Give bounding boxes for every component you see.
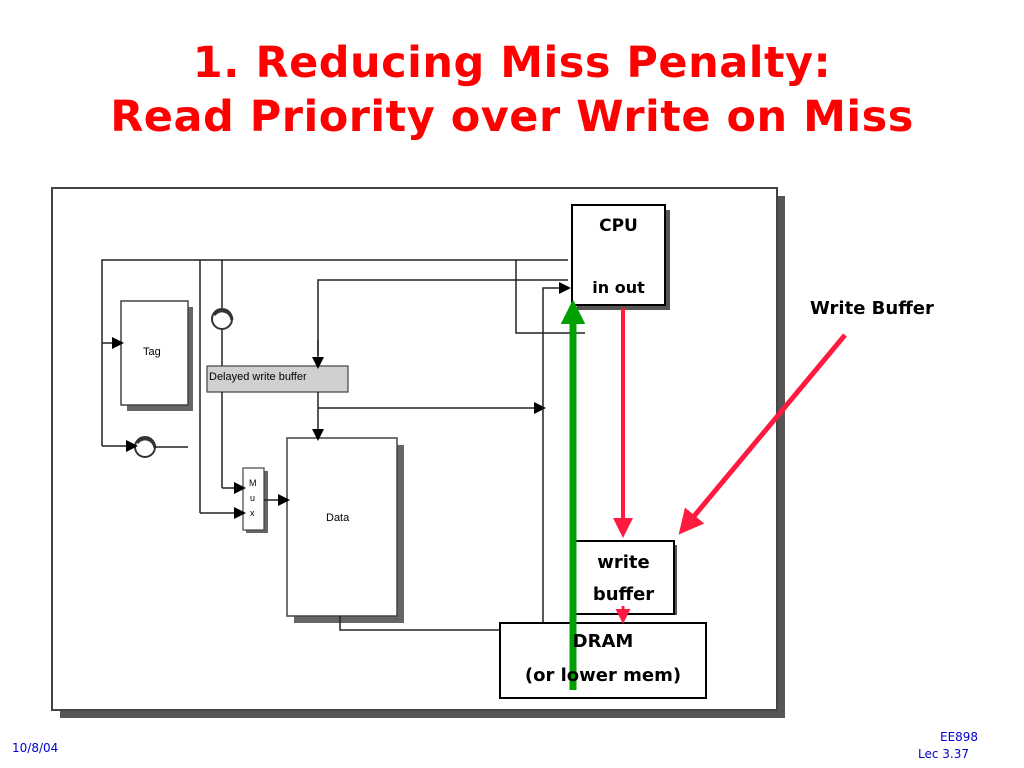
delayed-write-buffer (206, 365, 349, 393)
cpu-label: CPU (599, 216, 638, 236)
data-label: Data (326, 512, 350, 524)
dram-box (499, 622, 707, 699)
comparator-top-arc (212, 309, 234, 321)
tag-block (120, 300, 189, 406)
footer-lecture: Lec 3.37 (918, 747, 969, 761)
delayed-write-buffer-label: Delayed write buffer (209, 371, 307, 383)
wires (101, 259, 585, 631)
cpu-ports-label: in out (592, 278, 645, 297)
mux-letter-x: x (250, 508, 255, 518)
footer-course: EE898 (940, 730, 979, 744)
write-buffer-box (572, 540, 675, 615)
mux-block (242, 467, 265, 531)
mux-letter-m: M (249, 478, 257, 488)
mux-letter-u: u (250, 493, 256, 503)
callout-arrow (678, 333, 847, 535)
dram-label-line1: DRAM (572, 631, 634, 652)
write-buffer-label-line1: write (597, 552, 650, 573)
data-block (286, 437, 398, 617)
tag-label: Tag (143, 346, 161, 358)
write-buffer-callout: Write Buffer (810, 298, 934, 319)
footer-date: 10/8/04 (12, 741, 59, 755)
write-buffer-label-line2: buffer (592, 584, 655, 605)
slide-title-line1: 1. Reducing Miss Penalty: (192, 38, 832, 88)
comparator-bottom-arc (135, 437, 157, 449)
cpu-box (571, 204, 666, 306)
dram-label-line2: (or lower mem) (524, 665, 682, 686)
slide-title-line2: Read Priority over Write on Miss (110, 92, 914, 142)
